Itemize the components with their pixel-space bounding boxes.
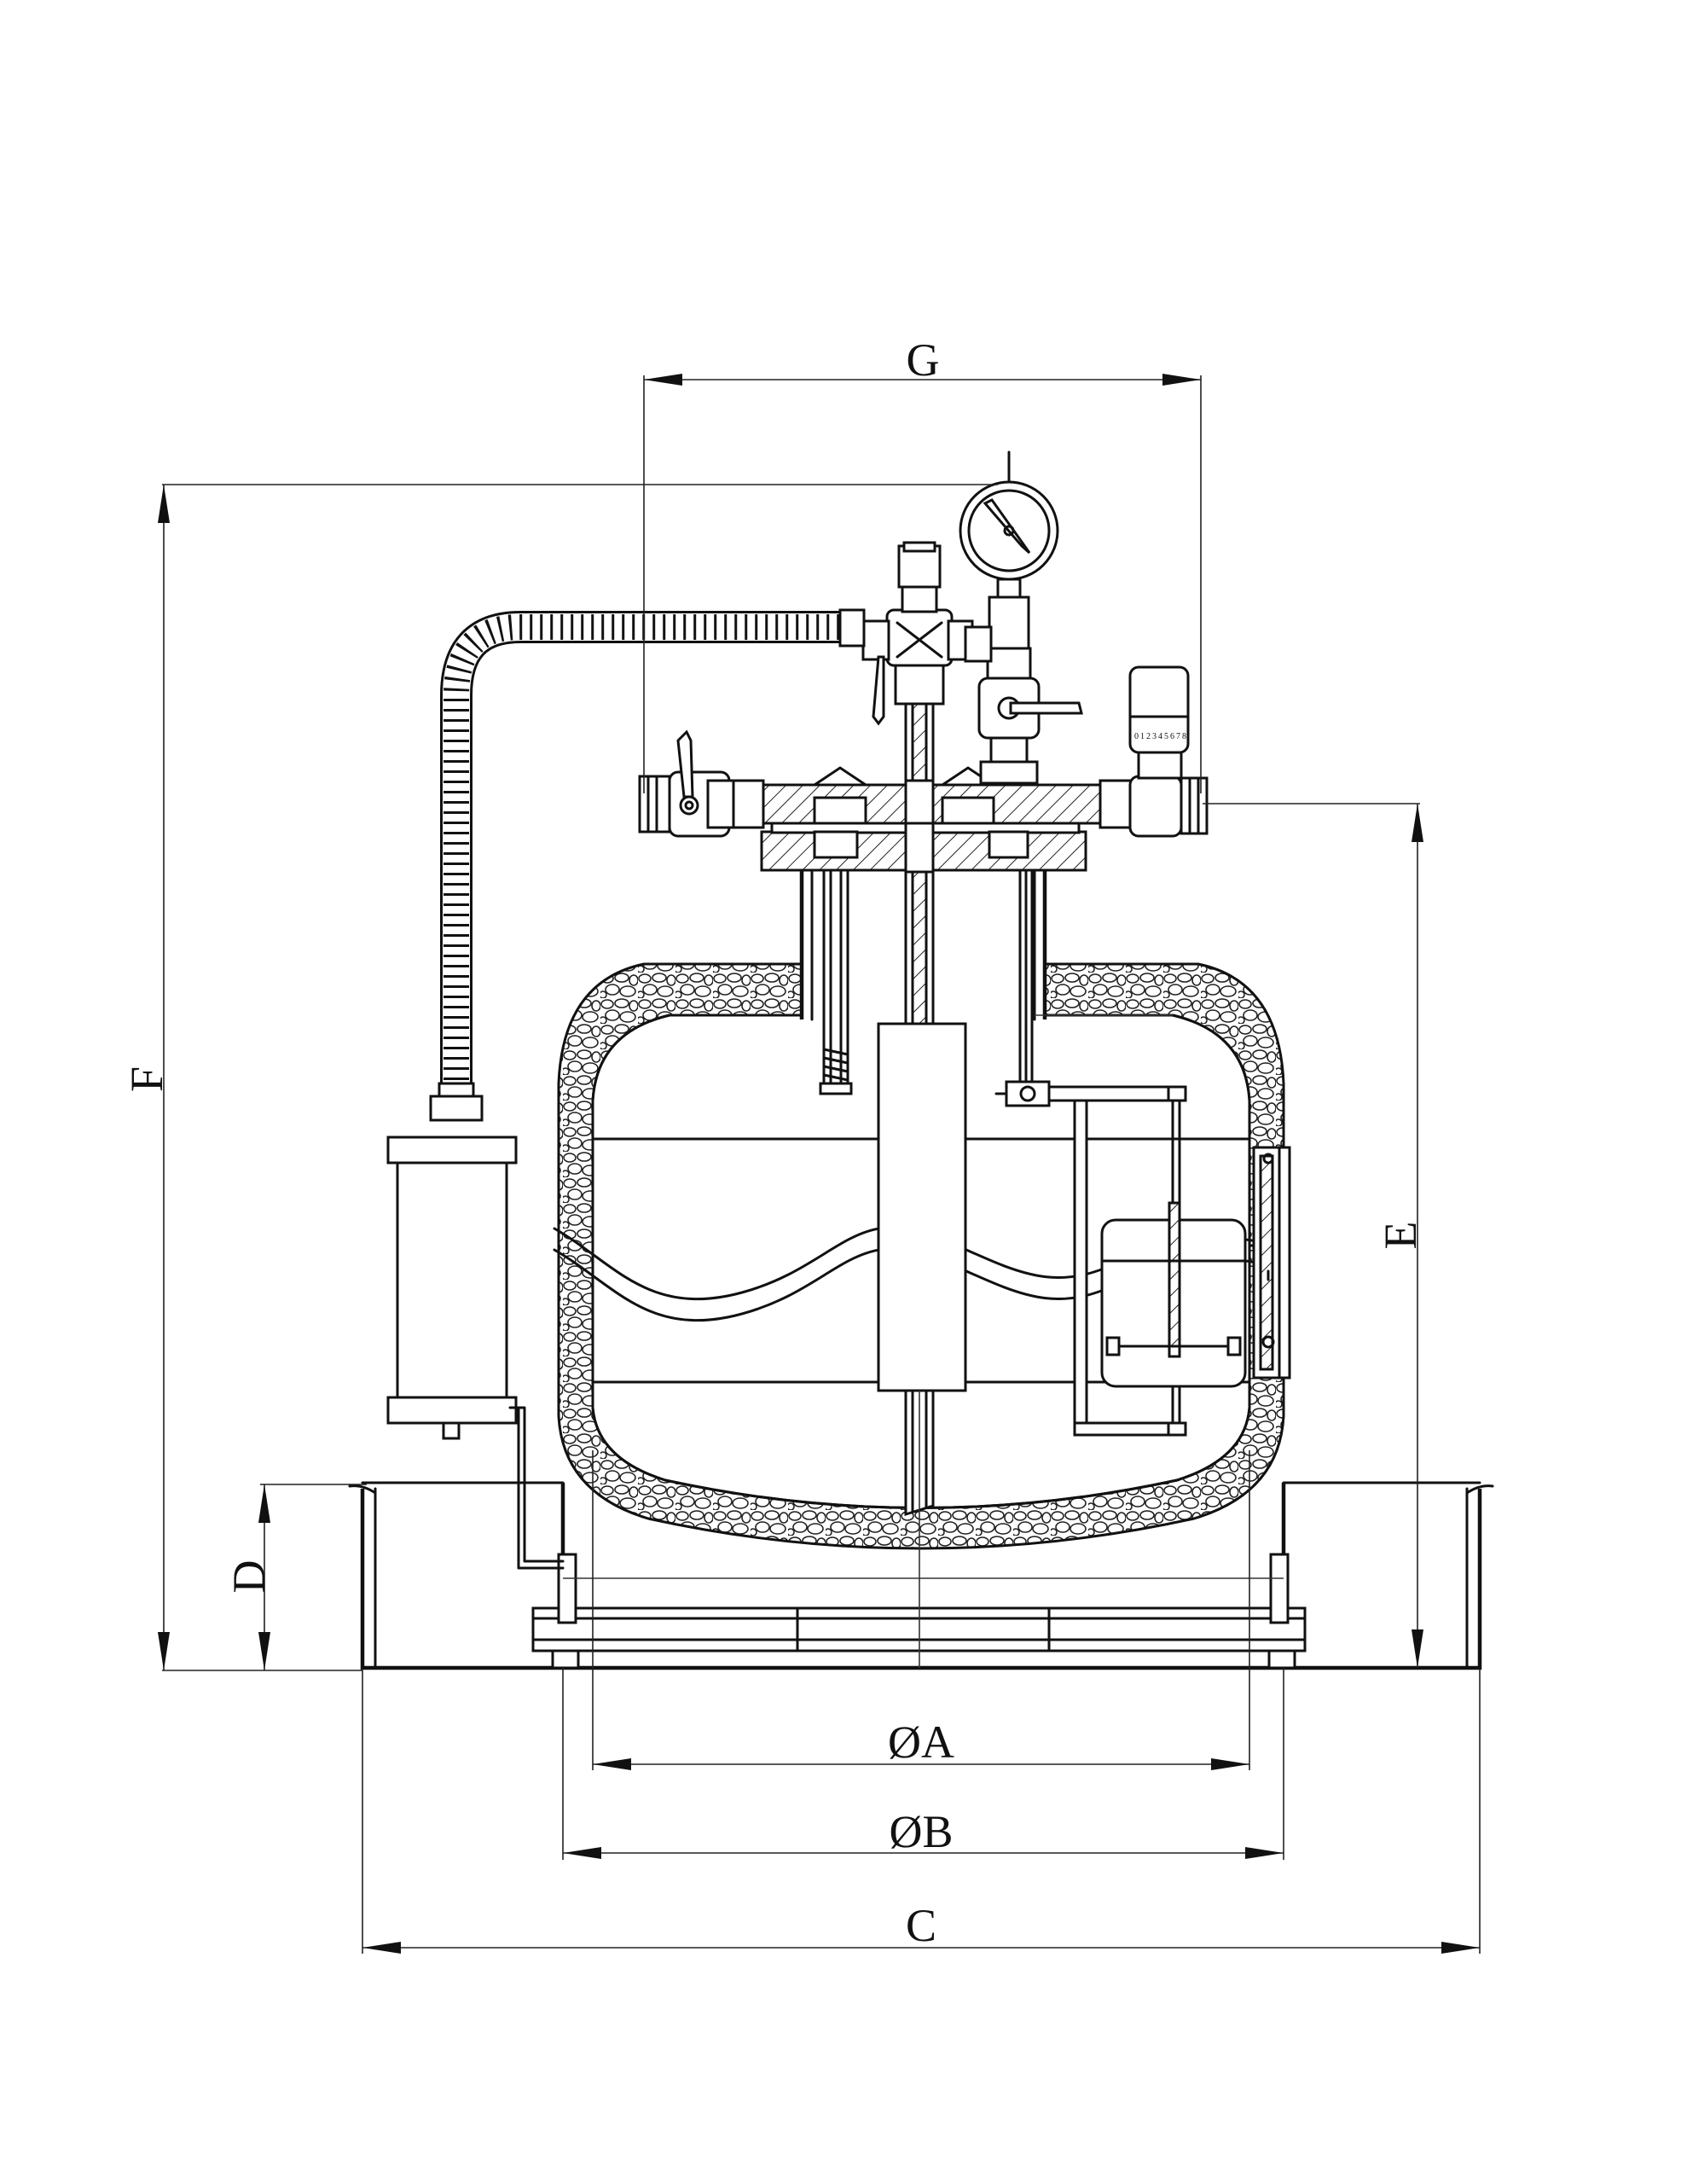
- top-flange: [760, 819, 1087, 874]
- dimension-a: ØA: [592, 1450, 1250, 1770]
- dimension-f: F: [121, 484, 998, 1671]
- right-manifold-valve: 0 1 2 3 4 5 6 7 8: [1128, 665, 1209, 838]
- svg-text:1: 1: [1140, 732, 1145, 741]
- dimension-f-label: F: [121, 1066, 172, 1092]
- dewar-vessel: [553, 868, 1291, 1550]
- dimension-d: D: [223, 1484, 367, 1670]
- svg-text:5: 5: [1164, 732, 1168, 741]
- vaporizer-cylinder: [386, 1095, 565, 1570]
- base-tray: [348, 1481, 1494, 1670]
- threaded-probe: [817, 839, 855, 1095]
- level-gauge-rod: [994, 843, 1187, 1437]
- level-float: [1100, 1201, 1247, 1388]
- dimension-d-label: D: [223, 1560, 275, 1594]
- manifold-block: [728, 766, 1136, 829]
- svg-text:2: 2: [1146, 732, 1151, 741]
- svg-text:4: 4: [1158, 732, 1162, 741]
- dimension-b-label: ØB: [889, 1806, 953, 1857]
- gauge-valve: [964, 625, 1083, 785]
- dimension-c: C: [362, 1668, 1481, 1954]
- svg-text:8: 8: [1182, 732, 1186, 741]
- left-manifold-valve: [638, 729, 735, 838]
- dimension-e: E: [1203, 803, 1426, 1668]
- flexible-hose: [438, 608, 866, 1111]
- svg-text:0: 0: [1134, 732, 1139, 741]
- dimension-b: ØB: [562, 1668, 1284, 1860]
- pressure-gauge: [959, 450, 1059, 650]
- dimension-g: G: [643, 334, 1202, 793]
- svg-text:7: 7: [1176, 732, 1180, 741]
- center-valve-stack: [861, 541, 974, 726]
- dimension-a-label: ØA: [888, 1716, 954, 1768]
- dimension-e-label: E: [1375, 1222, 1426, 1250]
- svg-text:6: 6: [1170, 732, 1174, 741]
- dimension-c-label: C: [906, 1900, 936, 1951]
- relief-valve-scale: 0 1 2 3 4 5 6 7 8: [1134, 732, 1186, 741]
- dimension-g-label: G: [907, 334, 940, 386]
- svg-text:3: 3: [1152, 732, 1157, 741]
